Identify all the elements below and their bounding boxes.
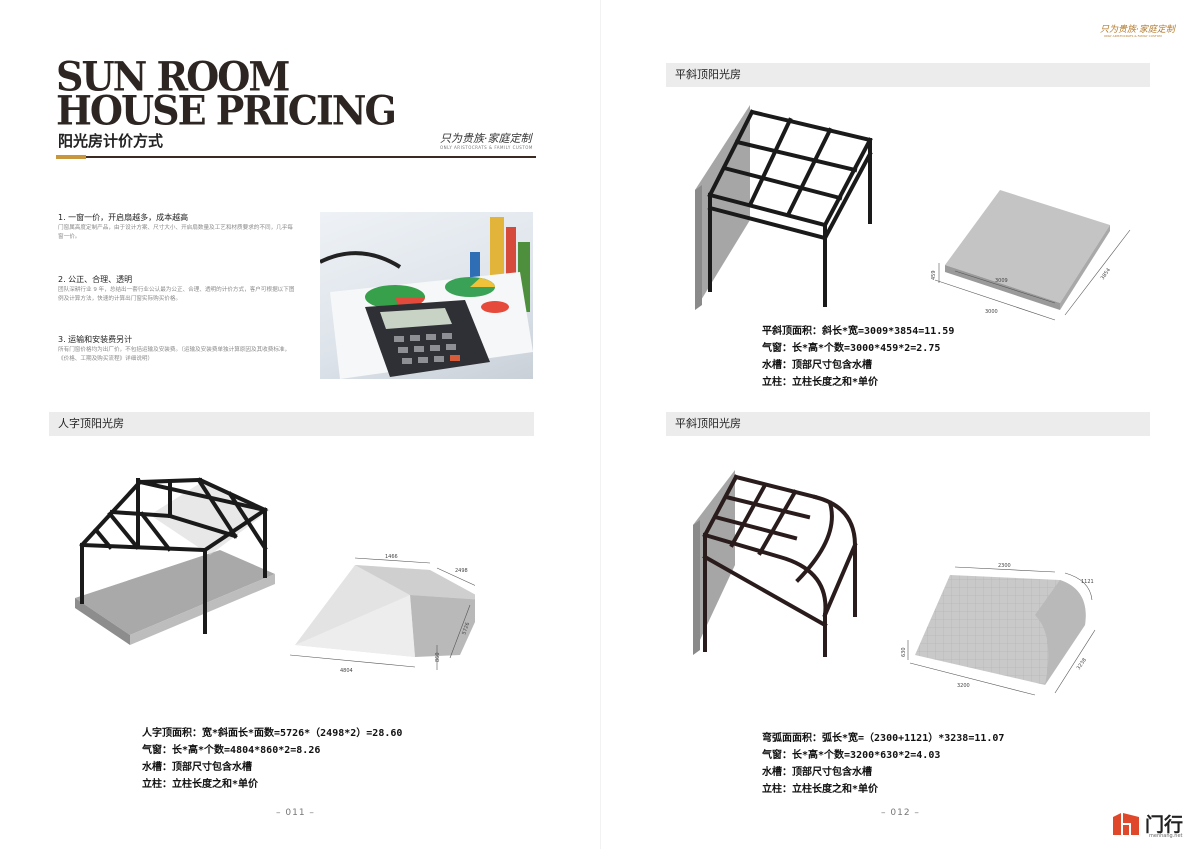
- brand-mini-subtitle: ONLY ARISTOCRATS & FAMILY CUSTOM: [440, 145, 533, 150]
- title-rule: [56, 156, 536, 158]
- section-bar-right-top: 平斜顶阳光房: [666, 63, 1150, 87]
- brand-mini: 只为贵族·家庭定制: [440, 132, 532, 145]
- note-3-body: 所有门窗价格均为出厂价，不包括运输及安装费。（运输及安装费单独计算原因及其收费标…: [58, 347, 291, 362]
- note-3-heading: 3. 运输和安装费另计: [58, 335, 133, 344]
- page-number-left: – 011 –: [276, 808, 315, 818]
- curved-dim-1121: 1121: [1081, 579, 1094, 585]
- curved-dim-3200: 3200: [957, 683, 970, 689]
- page-number-right: – 012 –: [881, 808, 920, 818]
- curved-formula-vent: 气窗：长*高*个数=3200*630*2=4.03: [762, 750, 941, 761]
- lean-to-formulas: 平斜顶面积：斜长*宽=3009*3854=11.59 气窗：长*高*个数=300…: [762, 323, 954, 391]
- lean-to-dim-3000: 3000: [985, 309, 998, 315]
- page-divider: [600, 0, 601, 849]
- note-2-body: 团队深耕行业 9 年，总结出一套行业公认最为公正、合理、透明的计价方式，客户可根…: [58, 287, 295, 302]
- curved-dim-3238: 3238: [1076, 657, 1088, 671]
- curved-dim-2300: 2300: [998, 563, 1011, 569]
- title-rule-accent: [56, 155, 86, 159]
- title-cn: 阳光房计价方式: [58, 132, 164, 150]
- curved-sunroom-frame: [693, 470, 858, 657]
- watermark-name: 门行: [1145, 814, 1184, 836]
- curved-dim-630: 630: [901, 647, 907, 657]
- curved-formulas: 弯弧面面积：弧长*宽=（2300+1121）*3238=11.07 气窗：长*高…: [762, 730, 1004, 798]
- note-1-body: 门窗属高度定制产品，由于设计方案、尺寸大小、开启扇数量及工艺和材质要求的不同，几…: [58, 225, 293, 240]
- watermark-url: menhang.net: [1149, 833, 1183, 839]
- gable-dim-5726: 5726: [461, 622, 471, 636]
- lean-to-formula-column: 立柱：立柱长度之和*单价: [762, 377, 879, 388]
- top-brand-logo: 只为贵族·家庭定制: [1100, 25, 1175, 35]
- lean-to-dim-3854: 3854: [1100, 267, 1112, 281]
- gable-formula-column: 立柱：立柱长度之和*单价: [142, 779, 259, 790]
- note-2-heading: 2. 公正、合理、透明: [58, 275, 133, 284]
- calculator-photo: [320, 212, 533, 379]
- curved-formula-column: 立柱：立柱长度之和*单价: [762, 784, 879, 795]
- title-line-2: HOUSE PRICING: [56, 86, 397, 135]
- lean-to-dimension-drawing: 3009 3854 3000 459: [931, 190, 1131, 321]
- section-bar-left: 人字顶阳光房: [49, 412, 534, 436]
- gable-formulas: 人字顶面积：宽*斜面长*面数=5726*（2498*2）=28.60 气窗：长*…: [142, 725, 402, 793]
- gable-dim-1466: 1466: [385, 554, 398, 560]
- gable-formula-gutter: 水槽：顶部尺寸包含水槽: [142, 762, 252, 773]
- gable-formula-area: 人字顶面积：宽*斜面长*面数=5726*（2498*2）=28.60: [142, 728, 403, 739]
- lean-to-formula-vent: 气窗：长*高*个数=3000*459*2=2.75: [762, 343, 941, 354]
- gable-dimension-drawing: 1466 2498 5726 4804 860: [289, 554, 475, 674]
- curved-formula-area: 弯弧面面积：弧长*宽=（2300+1121）*3238=11.07: [762, 733, 1005, 744]
- title-line-1: SUN ROOM: [56, 52, 290, 101]
- lean-to-formula-area: 平斜顶面积：斜长*宽=3009*3854=11.59: [762, 326, 955, 337]
- note-1-heading: 1. 一窗一价，开启扇越多，成本越高: [58, 213, 189, 222]
- lean-to-dim-3009: 3009: [995, 278, 1008, 284]
- top-brand-subtitle: ONLY ARISTOCRATS & FAMILY CUSTOM: [1104, 34, 1162, 38]
- curved-formula-gutter: 水槽：顶部尺寸包含水槽: [762, 767, 872, 778]
- curved-dimension-drawing: 2300 1121 3238 3200 630: [901, 563, 1096, 696]
- lean-to-formula-gutter: 水槽：顶部尺寸包含水槽: [762, 360, 872, 371]
- section-bar-right-bottom: 平斜顶阳光房: [666, 412, 1150, 436]
- gable-formula-vent: 气窗：长*高*个数=4804*860*2=8.26: [142, 745, 321, 756]
- gable-sunroom-frame: [75, 477, 275, 645]
- lean-to-sunroom-frame: [695, 105, 873, 310]
- gable-dim-2498: 2498: [455, 568, 468, 574]
- lean-to-dim-459: 459: [931, 270, 937, 280]
- menhang-logo-icon: [1113, 813, 1139, 835]
- gable-dim-860: 860: [435, 652, 441, 662]
- gable-dim-4804: 4804: [340, 668, 353, 674]
